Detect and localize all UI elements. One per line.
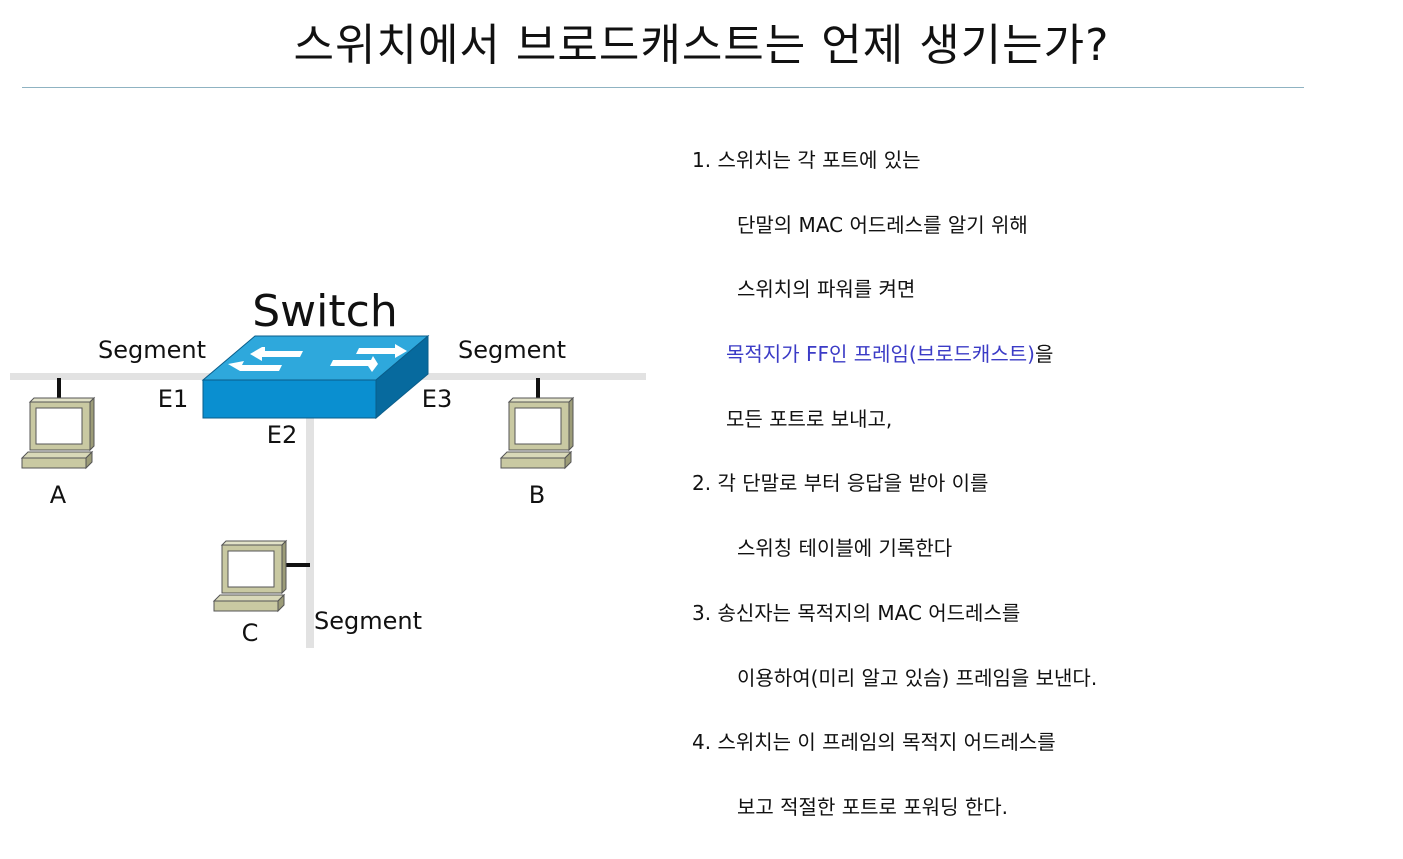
- host-label-c: C: [242, 619, 259, 647]
- step-3-line-1: 3. 송신자는 목적지의 MAC 어드레스를: [692, 600, 1021, 625]
- port-label-e2: E2: [267, 421, 297, 449]
- network-diagram: Switch Segment Segment Segment E1 E2 E3 …: [10, 286, 646, 648]
- port-label-e3: E3: [422, 385, 452, 413]
- segment-line-bottom: [306, 410, 314, 648]
- step-4-line-2: 보고 적절한 포트로 포워딩 한다.: [737, 794, 1008, 819]
- host-label-b: B: [529, 481, 545, 509]
- switch-icon: [201, 334, 430, 420]
- segment-label-right: Segment: [458, 336, 566, 364]
- segment-label-bottom: Segment: [314, 607, 422, 635]
- step-1-line-1: 1. 스위치는 각 포트에 있는: [692, 148, 921, 172]
- segment-label-left: Segment: [98, 336, 206, 364]
- host-label-a: A: [50, 481, 67, 509]
- cable-b: [536, 378, 540, 402]
- step-3-line-2: 이용하여(미리 알고 있슴) 프레임을 보낸다.: [737, 665, 1098, 690]
- step-2-line-1: 2. 각 단말로 부터 응답을 받아 이를: [692, 471, 989, 496]
- computer-c-icon: [212, 539, 288, 613]
- cable-a: [57, 378, 61, 402]
- computer-b-icon: [499, 396, 575, 470]
- port-label-e1: E1: [158, 385, 188, 413]
- step-1-line-4-rest: 을: [1034, 342, 1054, 367]
- computer-a-icon: [20, 396, 96, 470]
- page-title: 스위치에서 브로드캐스트는 언제 생기는가?: [293, 20, 1110, 71]
- step-1-line-4: 목적지가 FF인 프레임(브로드캐스트)을: [692, 322, 1403, 387]
- segment-line-right: [370, 373, 646, 380]
- steps-list: 1. 스위치는 각 포트에 있는 단말의 MAC 어드레스를 알기 위해 스위치…: [692, 128, 1403, 840]
- step-1-line-5: 모든 포트로 보내고,: [726, 406, 893, 431]
- step-4-line-1: 4. 스위치는 이 프레임의 목적지 어드레스를: [692, 730, 1056, 755]
- segment-line-left: [10, 373, 210, 380]
- switch-label: Switch: [252, 286, 397, 337]
- step-2-line-2: 스위칭 테이블에 기록한다: [737, 536, 953, 561]
- cable-c: [282, 563, 310, 567]
- step-1-line-3: 스위치의 파워를 켜면: [737, 277, 916, 302]
- title-divider: [22, 87, 1304, 88]
- broadcast-highlight: 목적지가 FF인 프레임(브로드캐스트): [726, 342, 1035, 367]
- step-1-line-2: 단말의 MAC 어드레스를 알기 위해: [737, 212, 1028, 237]
